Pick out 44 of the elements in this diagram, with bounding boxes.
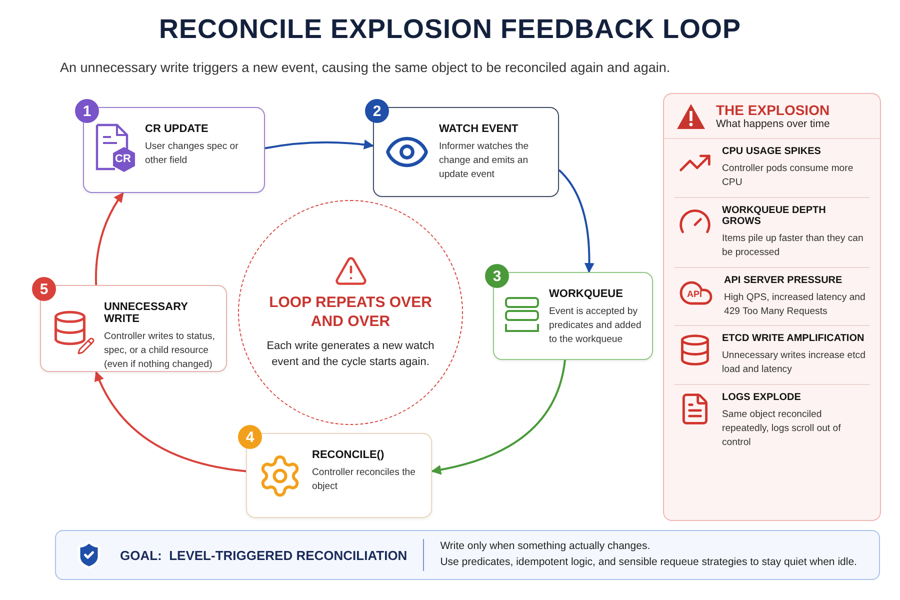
step-number: 3 — [485, 264, 509, 288]
icon-label: CR — [115, 153, 131, 165]
step-number: 4 — [238, 425, 262, 449]
panel-subtitle: What happens over time — [716, 118, 830, 130]
impact-title: LOGS EXPLODE — [722, 392, 802, 404]
step-description: User changes spec or other field — [145, 140, 240, 168]
step-number: 1 — [75, 99, 99, 123]
title: RECONCILE EXPLOSION FEEDBACK LOOP — [158, 14, 742, 45]
step-number: 5 — [32, 277, 56, 301]
goal-banner — [55, 530, 880, 580]
impact-description: Same object reconciled repeatedly, logs scroll out of control — [722, 408, 842, 450]
arrow — [94, 371, 246, 472]
panel-heading: THE EXPLOSION — [716, 102, 830, 118]
step-description: Informer watches the change and emits an update event — [439, 140, 530, 182]
goal-heading: GOAL: LEVEL-TRIGGERED RECONCILIATION — [120, 548, 408, 562]
side-panel — [663, 93, 881, 521]
arrow — [431, 360, 566, 474]
step-title: RECONCILE() — [312, 449, 386, 461]
step-description: Controller reconciles the object — [312, 466, 416, 494]
step-title: UNNECESSARY WRITE — [104, 301, 189, 325]
goal-text: Write only when something actually changes. — [440, 539, 652, 554]
step-title: CR UPDATE — [145, 123, 210, 135]
arrow — [264, 140, 374, 150]
impact-description: Unnecessary writes increase etcd load and latency — [722, 349, 866, 378]
impact-title: ETCD WRITE AMPLIFICATION — [722, 333, 866, 344]
step-number: 2 — [365, 99, 389, 123]
impact-description: Items pile up faster than they can be processed — [722, 232, 864, 260]
goal-text: Use predicates, idempotent logic, and sensible requeue strategies to stay quiet when idle. — [440, 555, 857, 570]
impact-title: WORKQUEUE DEPTH GROWS — [722, 204, 827, 227]
loop-description: Each write generates a new watch event and the cycle starts again. — [266, 338, 436, 370]
subtitle: An unnecessary write triggers a new event, causing the same object to be reconciled again and again. — [60, 60, 670, 75]
step-title: WATCH EVENT — [439, 123, 520, 135]
step-title: WORKQUEUE — [549, 288, 624, 300]
loop-circle — [238, 200, 463, 425]
icon-label: API — [687, 288, 702, 299]
arrow — [558, 169, 594, 273]
arrow — [94, 192, 124, 286]
loop-heading: LOOP REPEATS OVER AND OVER — [268, 294, 433, 332]
step-description: Controller writes to status, spec, or a child resource (even if nothing changed) — [104, 330, 216, 372]
impact-title: CPU USAGE SPIKES — [722, 146, 822, 157]
step-description: Event is accepted by predicates and added to the workqueue — [549, 305, 642, 347]
impact-description: Controller pods consume more CPU — [722, 162, 854, 190]
impact-description: High QPS, increased latency and 429 Too Many Requests — [724, 290, 866, 318]
impact-title: API SERVER PRESSURE — [724, 274, 844, 286]
